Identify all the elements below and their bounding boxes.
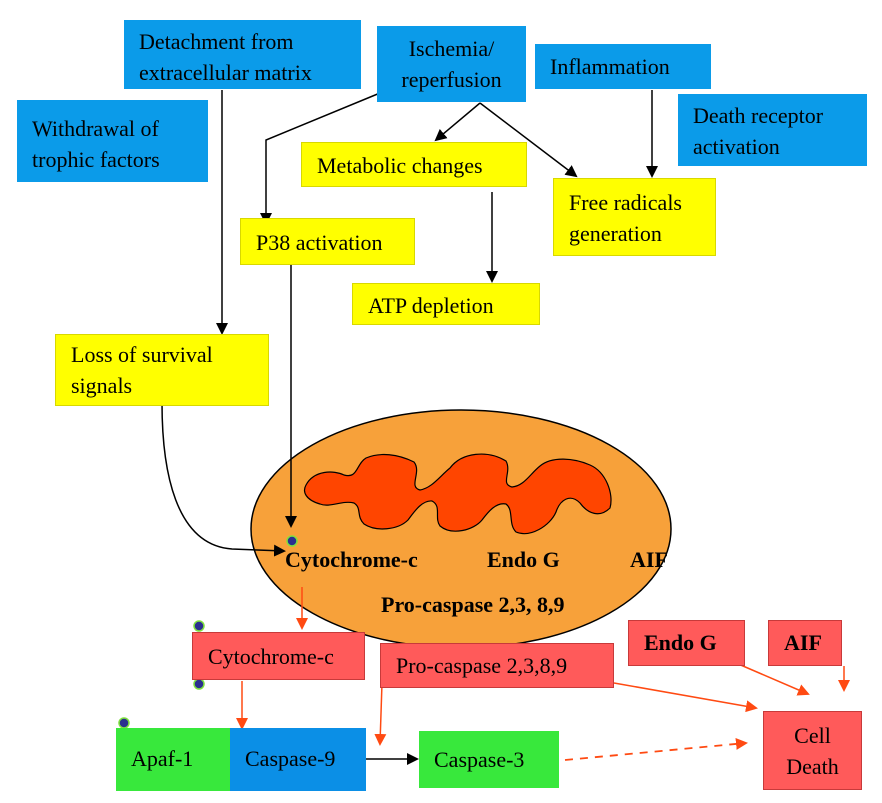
cause-ischemia: Ischemia/ reperfusion bbox=[377, 26, 526, 102]
intermediate-survival-line1: Loss of survival bbox=[71, 342, 213, 367]
marker-dot-apaf-top bbox=[118, 717, 130, 729]
cause-ischemia-line1: Ischemia/ bbox=[408, 36, 495, 61]
arrow-survival-to-cytochrome bbox=[161, 402, 286, 557]
cause-inflammation-line1: Inflammation bbox=[550, 54, 670, 79]
arrow-ischemia-to-metabolic bbox=[434, 102, 481, 142]
released-procaspase: Pro-caspase 2,3,8,9 bbox=[380, 643, 614, 688]
intermediate-survival-line2: signals bbox=[71, 373, 133, 398]
cell-death-line1: Cell bbox=[794, 723, 831, 748]
arrow-endog-to-death bbox=[735, 662, 810, 696]
released-aif: AIF bbox=[768, 620, 842, 666]
caspase3-box: Caspase-3 bbox=[419, 731, 559, 788]
cell-death-box: Cell Death bbox=[763, 711, 862, 790]
intermediate-survival: Loss of survival signals bbox=[55, 334, 269, 406]
caspase9-box: Caspase-9 bbox=[230, 728, 366, 791]
arrow-ischemia-to-p38 bbox=[260, 92, 381, 225]
marker-dot-mito-cytochrome bbox=[286, 535, 298, 547]
arrow-procaspase-to-caspase9 bbox=[374, 682, 387, 746]
intermediate-p38: P38 activation bbox=[240, 218, 415, 265]
cause-detachment-line1: Detachment from bbox=[139, 29, 294, 54]
cause-withdrawal-line2: trophic factors bbox=[32, 147, 160, 172]
mito-endog-label: Endo G bbox=[487, 547, 560, 572]
marker-dot-cytochrome-bottom bbox=[193, 678, 205, 690]
apaf1-box: Apaf-1 bbox=[116, 728, 232, 791]
cause-detachment: Detachment from extracellular matrix bbox=[124, 20, 361, 89]
released-cytochrome-text: Cytochrome-c bbox=[208, 644, 334, 669]
mito-procaspase-label: Pro-caspase 2,3, 8,9 bbox=[381, 592, 565, 617]
cause-withdrawal-line1: Withdrawal of bbox=[32, 116, 159, 141]
caspase9-text: Caspase-9 bbox=[245, 746, 336, 771]
mito-aif-label: AIF bbox=[630, 547, 668, 572]
released-cytochrome: Cytochrome-c bbox=[192, 632, 365, 680]
caspase3-text: Caspase-3 bbox=[434, 747, 525, 772]
arrow-procaspase-to-death bbox=[613, 682, 758, 713]
cause-death-receptor: Death receptor activation bbox=[678, 94, 867, 166]
intermediate-atp: ATP depletion bbox=[352, 283, 540, 325]
cause-death-receptor-line1: Death receptor bbox=[693, 103, 824, 128]
intermediate-free-radicals-line2: generation bbox=[569, 221, 662, 246]
intermediate-free-radicals-line1: Free radicals bbox=[569, 190, 682, 215]
released-procaspase-text: Pro-caspase 2,3,8,9 bbox=[396, 653, 568, 678]
intermediate-p38-text: P38 activation bbox=[256, 230, 383, 255]
released-endog: Endo G bbox=[628, 620, 745, 666]
intermediate-metabolic: Metabolic changes bbox=[301, 142, 527, 187]
intermediate-free-radicals: Free radicals generation bbox=[553, 178, 716, 256]
arrow-ischemia-to-radicals bbox=[479, 102, 578, 178]
intermediate-atp-text: ATP depletion bbox=[368, 293, 494, 318]
released-endog-text: Endo G bbox=[644, 630, 717, 655]
cell-death-line2: Death bbox=[786, 754, 839, 779]
mito-cytochrome-label: Cytochrome-c bbox=[285, 547, 418, 572]
cause-ischemia-line2: reperfusion bbox=[401, 67, 502, 92]
cause-inflammation: Inflammation bbox=[535, 44, 711, 89]
cause-detachment-line2: extracellular matrix bbox=[139, 60, 312, 85]
marker-dot-cytochrome-top bbox=[193, 620, 205, 632]
intermediate-metabolic-text: Metabolic changes bbox=[317, 153, 483, 178]
released-aif-text: AIF bbox=[784, 630, 822, 655]
cause-withdrawal: Withdrawal of trophic factors bbox=[17, 100, 208, 182]
arrow-caspase3-to-death-dashed bbox=[564, 737, 748, 761]
cause-death-receptor-line2: activation bbox=[693, 134, 780, 159]
mitochondrion-cristae bbox=[303, 453, 612, 535]
apaf1-text: Apaf-1 bbox=[131, 746, 194, 771]
